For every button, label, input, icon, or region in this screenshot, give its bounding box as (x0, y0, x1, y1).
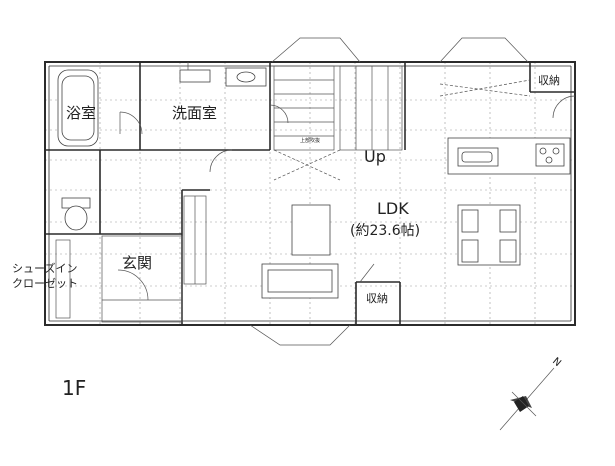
doors (117, 95, 576, 301)
compass-north-label: N (550, 356, 563, 369)
toilet (61, 197, 91, 231)
stairs-note: 上部吹抜 (300, 137, 320, 144)
storage-label-bottom: 収納 (366, 292, 388, 305)
stairs-up-label: Up (364, 147, 386, 166)
entrance-step (101, 235, 183, 323)
room-label-ldk-area: (約23.6帖) (350, 223, 420, 239)
bathtub (57, 69, 99, 147)
sofa (261, 263, 339, 299)
room-label-washroom: 洗面室 (172, 104, 217, 122)
dining-set (457, 204, 521, 266)
kitchen (439, 79, 571, 175)
room-label-shoe-closet-1: シューズイン (12, 261, 77, 275)
floor-label: 1F (62, 376, 86, 400)
bay-windows (249, 37, 529, 346)
room-label-ldk: LDK (377, 199, 409, 218)
staircase (273, 65, 403, 181)
washroom-fixtures (179, 62, 267, 87)
storage-closet-door (359, 263, 375, 283)
coffee-table (291, 204, 331, 256)
room-label-bath: 浴室 (66, 104, 96, 122)
storage-label-top: 収納 (538, 74, 560, 87)
shoe-closet-shelf (55, 239, 71, 319)
compass-rose: N (499, 356, 563, 431)
room-label-shoe-closet-2: クローゼット (12, 277, 78, 290)
room-label-entrance: 玄関 (122, 254, 152, 272)
entrance-shelf (183, 195, 207, 285)
